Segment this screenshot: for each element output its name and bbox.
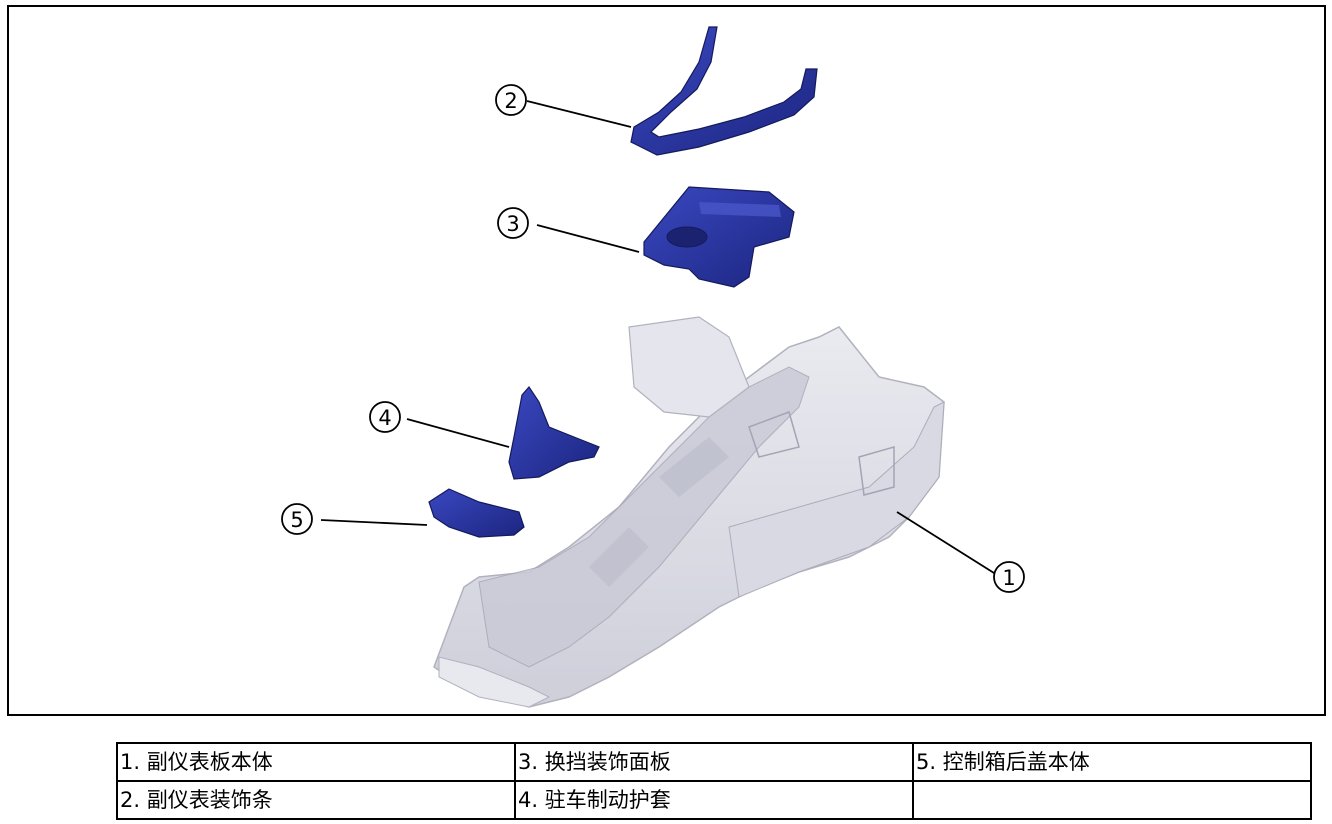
- part-1-console-body: [433, 316, 945, 708]
- legend-row: 1. 副仪表板本体 3. 换挡装饰面板 5. 控制箱后盖本体: [116, 742, 1312, 782]
- legend-cell: 5. 控制箱后盖本体: [912, 742, 1312, 782]
- callout-1: 1: [993, 561, 1025, 593]
- leader-lines: [320, 100, 995, 574]
- part-4-brake-boot: [508, 386, 600, 480]
- part-2-trim-strip: [630, 26, 818, 156]
- callout-3-number: 3: [506, 212, 519, 236]
- part-3-shift-panel: [643, 186, 795, 288]
- exploded-diagram: 2 3 4 5 1: [7, 5, 1326, 716]
- callout-2: 2: [495, 84, 527, 116]
- callout-4: 4: [369, 401, 401, 433]
- legend-cell: [912, 780, 1312, 820]
- diagram-canvas: 2 3 4 5 1: [281, 26, 1025, 708]
- legend-cell: 3. 换挡装饰面板: [514, 742, 914, 782]
- callout-5-number: 5: [290, 508, 303, 532]
- callout-3: 3: [497, 207, 529, 239]
- callout-4-number: 4: [378, 406, 391, 430]
- parts-legend-table: 1. 副仪表板本体 3. 换挡装饰面板 5. 控制箱后盖本体 2. 副仪表装饰条…: [116, 742, 1312, 820]
- part-5-rear-cover: [428, 488, 525, 538]
- legend-row: 2. 副仪表装饰条 4. 驻车制动护套: [116, 780, 1312, 820]
- callout-1-number: 1: [1002, 566, 1015, 590]
- legend-cell: 4. 驻车制动护套: [514, 780, 914, 820]
- legend-cell: 2. 副仪表装饰条: [116, 780, 516, 820]
- callout-2-number: 2: [504, 89, 517, 113]
- legend-cell: 1. 副仪表板本体: [116, 742, 516, 782]
- callout-5: 5: [281, 503, 313, 535]
